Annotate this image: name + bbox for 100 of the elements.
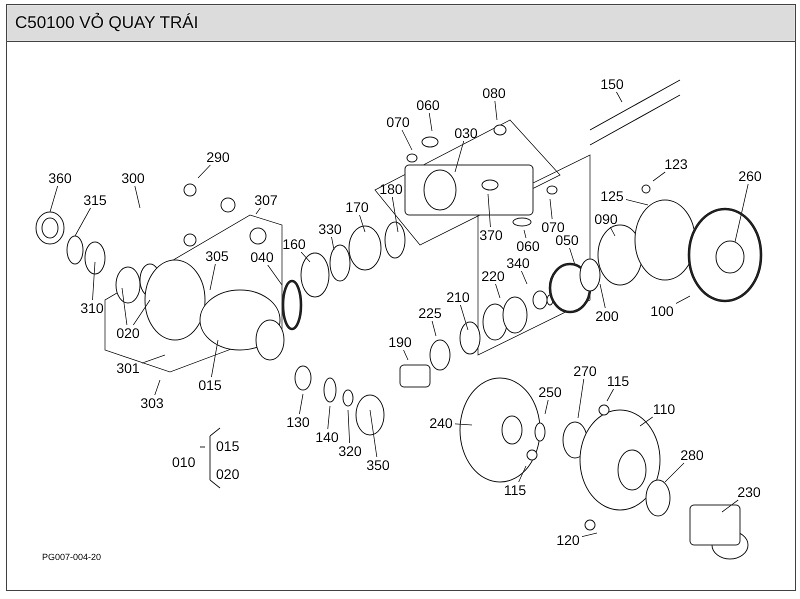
callout-number: 010	[172, 454, 196, 470]
callout-number: 350	[364, 457, 392, 473]
leader-line	[610, 226, 616, 236]
leader-line	[198, 164, 211, 178]
callout-number: 290	[204, 149, 232, 165]
leader-line	[432, 320, 436, 336]
leader-line	[299, 394, 304, 414]
callout-number: 125	[598, 188, 626, 204]
leader-line	[359, 214, 366, 232]
leader-line	[300, 252, 310, 262]
leader-line	[134, 186, 140, 208]
callout-number: 115	[604, 373, 632, 389]
callout-number: 301	[114, 360, 142, 376]
callout-number: 260	[736, 168, 764, 184]
leader-line	[495, 284, 500, 298]
leader-line	[92, 262, 96, 300]
leader-line	[616, 92, 622, 102]
leader-line	[544, 400, 549, 414]
callout-number: 320	[336, 443, 364, 459]
callout-number: 240	[427, 415, 455, 431]
callout-number: 250	[536, 384, 564, 400]
callout-number: 040	[248, 249, 276, 265]
leader-line	[142, 354, 166, 364]
leader-line	[256, 208, 261, 214]
leader-line	[664, 462, 684, 482]
leader-line	[348, 410, 350, 444]
callout-number: 225	[416, 305, 444, 321]
callout-number: 020	[216, 466, 240, 482]
callout-number: 030	[452, 125, 480, 141]
callout-number: 060	[414, 97, 442, 113]
leader-line	[454, 424, 472, 426]
callout-number: 280	[678, 447, 706, 463]
leader-line	[50, 186, 58, 212]
leader-line	[428, 112, 432, 132]
leader-line	[370, 410, 378, 458]
leader-line	[578, 378, 584, 418]
callout-number: 220	[479, 268, 507, 284]
callout-number: 210	[444, 289, 472, 305]
callout-number: 310	[78, 300, 106, 316]
callout-number: 050	[553, 232, 581, 248]
callout-number: 140	[313, 429, 341, 445]
leader-line	[722, 500, 739, 512]
leader-line	[582, 532, 598, 538]
leader-line	[403, 350, 408, 360]
leader-line	[524, 230, 526, 238]
callout-number: 060	[514, 238, 542, 254]
callout-number: 200	[593, 308, 621, 324]
leader-line	[600, 284, 606, 308]
leader-line	[626, 199, 648, 206]
callout-number: 090	[592, 211, 620, 227]
callout-number: 170	[343, 199, 371, 215]
callout-number: 190	[386, 334, 414, 350]
leader-line	[734, 184, 749, 242]
callout-number: 020	[114, 325, 142, 341]
leader-line	[521, 270, 528, 284]
title-bar: C50100 VỎ QUAY TRÁI	[7, 5, 795, 42]
leader-line	[652, 172, 666, 182]
leader-line	[267, 264, 282, 286]
callout-number: 300	[119, 170, 147, 186]
callout-number: 303	[138, 395, 166, 411]
leader-line	[454, 140, 464, 172]
leader-line	[518, 466, 526, 482]
callout-number: 115	[501, 482, 529, 498]
callout-number: 307	[252, 192, 280, 208]
leader-line	[74, 208, 91, 236]
leader-line	[331, 236, 334, 250]
callout-number: 120	[554, 532, 582, 548]
callout-number: 015	[196, 377, 224, 393]
callout-number: 123	[662, 156, 690, 172]
callout-number: 070	[539, 219, 567, 235]
callout-number: 070	[384, 114, 412, 130]
leader-line	[494, 100, 498, 120]
leader-line	[392, 196, 398, 232]
callout-number: 340	[504, 255, 532, 271]
leader-line	[122, 288, 128, 326]
leader-line	[211, 340, 218, 378]
leader-line	[460, 304, 468, 330]
leader-line	[488, 194, 491, 228]
callout-number: 360	[46, 170, 74, 186]
leader-line	[327, 406, 330, 430]
callout-number: 330	[316, 221, 344, 237]
leader-line	[132, 300, 150, 326]
callout-number: 305	[203, 248, 231, 264]
callout-number: 270	[571, 363, 599, 379]
leader-line	[550, 198, 553, 220]
leader-line	[606, 388, 614, 402]
leader-line	[640, 416, 654, 426]
callout-number: 160	[280, 236, 308, 252]
leader-line	[402, 130, 412, 150]
callout-number: 230	[735, 484, 763, 500]
leader-line	[676, 296, 690, 304]
leader-line	[154, 380, 160, 396]
callout-number: 110	[650, 401, 678, 417]
callout-number: 080	[480, 85, 508, 101]
callout-number: 150	[598, 76, 626, 92]
drawing-code: PG007-004-20	[42, 552, 102, 563]
leader-line	[210, 264, 216, 290]
callout-number: 100	[648, 303, 676, 319]
leader-line	[569, 248, 576, 266]
callout-number: 370	[477, 227, 505, 243]
